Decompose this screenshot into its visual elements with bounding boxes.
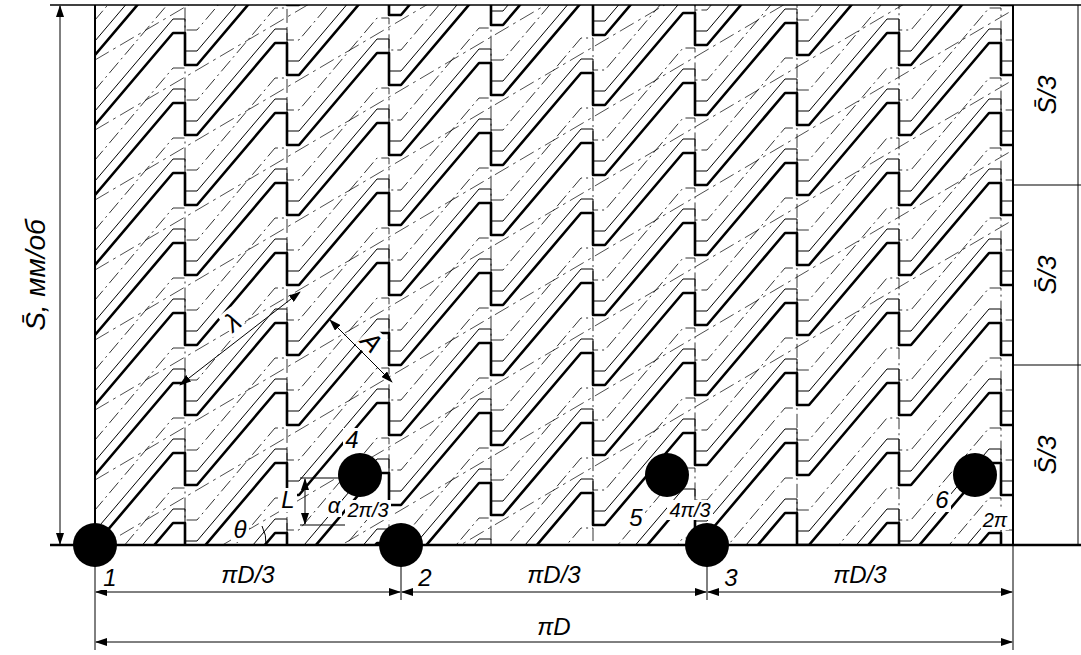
centre-line	[95, 5, 1013, 130]
centre-line	[95, 5, 1013, 410]
track-line	[95, 5, 1013, 545]
track-line	[95, 5, 1013, 305]
track-line	[95, 5, 1013, 361]
track-line	[95, 5, 1013, 545]
track-line	[95, 49, 1013, 545]
track-line	[95, 5, 1013, 545]
dimension-text: S̄/3	[1034, 73, 1060, 116]
roller-circles	[73, 453, 997, 567]
track-line	[95, 378, 1013, 545]
callout-number: 2	[416, 566, 433, 590]
callout-number: 3	[722, 566, 739, 590]
dimension-text: πD/3	[831, 563, 888, 587]
track-line	[95, 5, 1013, 95]
track-line	[95, 5, 1013, 291]
track-line	[95, 5, 1013, 11]
dimension-text: A	[355, 325, 388, 358]
track-line	[95, 5, 1013, 545]
track-line	[95, 5, 1013, 545]
angle-mark: 2π	[981, 510, 1010, 530]
track-line	[95, 133, 1013, 545]
track-line	[95, 469, 1013, 545]
track-line	[95, 5, 1013, 130]
track-line	[95, 5, 1013, 60]
track-line	[95, 98, 1013, 545]
track-line	[95, 5, 1013, 340]
track-line	[95, 119, 1013, 545]
frame-lines	[50, 5, 1081, 650]
dimension-text: πD/3	[525, 563, 582, 587]
track-line	[95, 5, 1013, 515]
centre-line	[95, 150, 1013, 545]
track-line	[95, 5, 1013, 545]
track-line	[95, 448, 1013, 545]
track-line	[95, 5, 1013, 25]
centre-line	[95, 5, 1013, 60]
track-line	[95, 5, 1013, 270]
track-line	[95, 5, 1013, 545]
track-line	[95, 5, 1013, 165]
angle-mark: 4π/3	[667, 500, 712, 520]
dimension-text: S̄/3	[1034, 253, 1060, 296]
centre-line	[95, 5, 1013, 270]
track-line	[95, 5, 1013, 235]
dimension-text: S̄/3	[1034, 433, 1060, 476]
centre-line	[95, 5, 1013, 480]
callout-number: 5	[627, 506, 644, 530]
centre-line	[95, 220, 1013, 545]
angle-mark: 2π/3	[345, 500, 390, 520]
track-line	[95, 5, 1013, 445]
track-line	[95, 5, 1013, 431]
axis-label: S̄, мм/об	[22, 217, 50, 333]
track-line	[95, 5, 1013, 545]
track-line	[95, 5, 1013, 151]
track-line	[95, 168, 1013, 545]
track-line	[95, 5, 1013, 545]
track-line	[95, 5, 1013, 545]
dimension-lines	[60, 6, 1012, 650]
track-line	[95, 5, 1013, 545]
track-line	[95, 5, 1013, 545]
track-line	[95, 5, 1013, 545]
centre-line	[95, 10, 1013, 545]
centre-line	[95, 80, 1013, 545]
callout-number: 4	[343, 428, 360, 452]
callout-number: 1	[101, 566, 118, 590]
dimension-text: L	[279, 488, 296, 512]
centre-line	[95, 5, 1013, 340]
angle-symbol: α	[326, 495, 343, 517]
centre-line	[95, 5, 1013, 200]
dimension-text: πD	[535, 615, 572, 639]
dimension-text: λ	[217, 307, 246, 338]
track-line	[95, 5, 1013, 200]
track-line	[95, 5, 1013, 545]
callout-number: 6	[933, 488, 950, 512]
zigzag-tracks	[95, 5, 1013, 545]
track-line	[95, 5, 1013, 410]
track-line	[95, 5, 1013, 375]
dimension-text: πD/3	[219, 563, 276, 587]
track-line	[95, 5, 1013, 545]
angle-symbol: θ	[231, 518, 248, 542]
track-line	[95, 5, 1013, 480]
